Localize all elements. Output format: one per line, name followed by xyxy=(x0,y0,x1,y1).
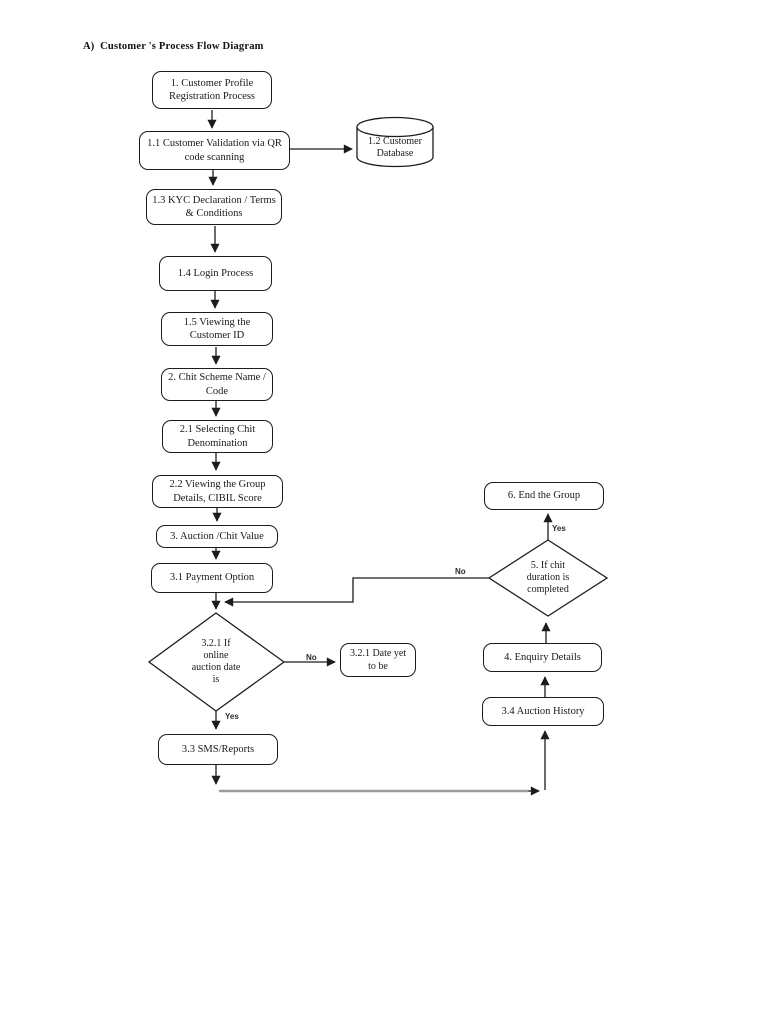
node-end-the-group: 6. End the Group xyxy=(484,482,604,510)
edge-label-yes-online-auction: Yes xyxy=(225,712,239,721)
decision-5-line3: completed xyxy=(527,584,569,595)
node-selecting-chit-denomination: 2.1 Selecting Chit Denomination xyxy=(162,420,273,453)
node-kyc-declaration: 1.3 KYC Declaration / Terms & Conditions xyxy=(146,189,282,225)
edge-label-yes-chit-duration: Yes xyxy=(552,524,566,533)
decision-321-line3: auction date xyxy=(191,662,241,673)
decision-321-line1: 3.2.1 If xyxy=(201,638,231,649)
edge-label-no-chit-duration: No xyxy=(455,567,466,576)
node-customer-profile-registration: 1. Customer Profile Registration Process xyxy=(152,71,272,109)
decision-5-line1: 5. If chit xyxy=(530,560,566,571)
node-viewing-customer-id: 1.5 Viewing the Customer ID xyxy=(161,312,273,346)
node-login-process: 1.4 Login Process xyxy=(159,256,272,291)
diagram-title: A) Customer 's Process Flow Diagram xyxy=(83,41,264,52)
node-auction-history: 3.4 Auction History xyxy=(482,697,604,726)
decision-321-line2: online xyxy=(203,650,229,661)
decision-online-auction-date-shape xyxy=(147,612,286,712)
decision-online-auction-date-label: 3.2.1 If online auction date is xyxy=(166,638,266,686)
database-cylinder-shape xyxy=(356,116,434,168)
node-chit-scheme-name-code: 2. Chit Scheme Name / Code xyxy=(161,368,273,401)
node-auction-chit-value: 3. Auction /Chit Value xyxy=(156,525,278,548)
edge-decision-5-no xyxy=(224,577,489,607)
decision-chit-duration-shape xyxy=(487,539,609,617)
node-date-yet-to-be: 3.2.1 Date yet to be xyxy=(340,643,416,677)
decision-chit-duration-label: 5. If chit duration is completed xyxy=(498,560,598,596)
node-enquiry-details: 4. Enquiry Details xyxy=(483,643,602,672)
node-payment-option: 3.1 Payment Option xyxy=(151,563,273,593)
node-viewing-group-details-cibil: 2.2 Viewing the Group Details, CIBIL Sco… xyxy=(152,475,283,508)
node-sms-reports: 3.3 SMS/Reports xyxy=(158,734,278,765)
decision-5-line2: duration is xyxy=(526,572,570,583)
edge-label-no-online-auction: No xyxy=(306,653,317,662)
decision-321-line4: is xyxy=(212,674,220,685)
node-customer-database-label: 1.2 Customer Database xyxy=(368,136,422,159)
node-customer-validation-qr: 1.1 Customer Validation via QR code scan… xyxy=(139,131,290,170)
